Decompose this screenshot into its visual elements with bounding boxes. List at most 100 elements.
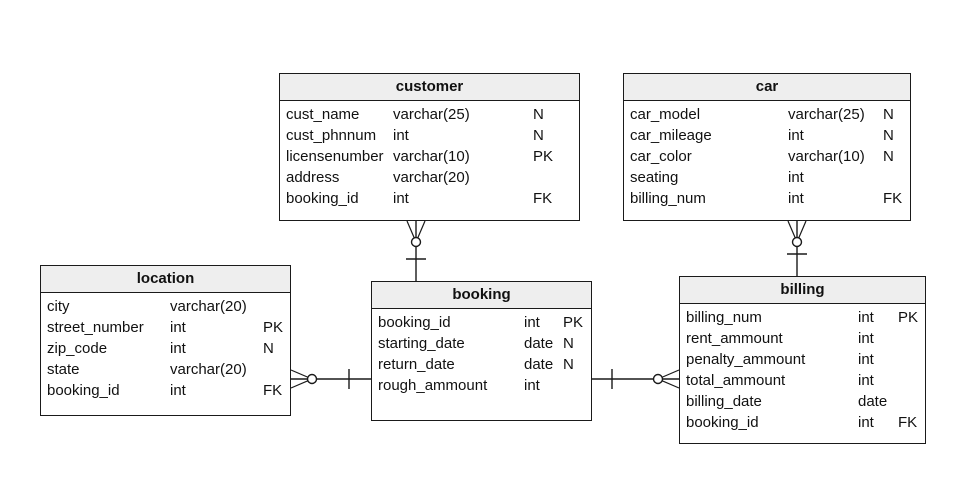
- column-key: PK: [563, 314, 584, 331]
- column-name: cust_name: [286, 106, 360, 123]
- column-type: varchar(25): [393, 106, 470, 123]
- column-type: varchar(10): [788, 148, 865, 165]
- column-name: city: [47, 298, 70, 315]
- column-name: state: [47, 361, 80, 378]
- column-type: int: [858, 372, 874, 389]
- column-row[interactable]: penalty_ammount int: [680, 349, 925, 370]
- column-row[interactable]: booking_id int FK: [41, 380, 290, 401]
- column-name: car_color: [630, 148, 692, 165]
- column-row[interactable]: street_number int PK: [41, 317, 290, 338]
- table-header: car: [624, 74, 910, 101]
- column-name: billing_num: [686, 309, 762, 326]
- column-type: varchar(25): [788, 106, 865, 123]
- column-key: N: [563, 335, 574, 352]
- column-key: FK: [263, 382, 283, 399]
- column-key: N: [883, 127, 894, 144]
- column-type: int: [524, 314, 540, 331]
- column-name: booking_id: [47, 382, 120, 399]
- column-type: date: [858, 393, 888, 410]
- column-name: penalty_ammount: [686, 351, 806, 368]
- column-type: varchar(10): [393, 148, 470, 165]
- zero-marker: [410, 236, 422, 248]
- column-key: PK: [898, 309, 919, 326]
- table-header: location: [41, 266, 290, 293]
- column-type: int: [788, 127, 804, 144]
- table-header: billing: [680, 277, 925, 304]
- column-row[interactable]: booking_id int PK: [372, 312, 591, 333]
- column-type: int: [788, 169, 804, 186]
- column-type: date: [524, 335, 554, 352]
- column-row[interactable]: address varchar(20): [280, 167, 579, 188]
- column-name: booking_id: [378, 314, 451, 331]
- column-row[interactable]: licensenumber varchar(10) PK: [280, 146, 579, 167]
- column-key: N: [263, 340, 274, 357]
- column-type: int: [858, 309, 874, 326]
- column-name: rent_ammount: [686, 330, 783, 347]
- column-name: billing_date: [686, 393, 762, 410]
- column-name: cust_phnnum: [286, 127, 377, 144]
- table-header: customer: [280, 74, 579, 101]
- column-row[interactable]: city varchar(20): [41, 296, 290, 317]
- column-row[interactable]: seating int: [624, 167, 910, 188]
- column-type: int: [393, 127, 409, 144]
- column-key: FK: [883, 190, 903, 207]
- column-name: zip_code: [47, 340, 108, 357]
- column-name: booking_id: [686, 414, 759, 431]
- column-row[interactable]: starting_date date N: [372, 333, 591, 354]
- column-name: billing_num: [630, 190, 706, 207]
- column-name: seating: [630, 169, 679, 186]
- column-row[interactable]: billing_num int PK: [680, 307, 925, 328]
- zero-marker: [791, 236, 803, 248]
- column-type: int: [788, 190, 804, 207]
- column-name: starting_date: [378, 335, 465, 352]
- column-type: int: [170, 382, 186, 399]
- column-name: car_mileage: [630, 127, 712, 144]
- column-row[interactable]: billing_date date: [680, 391, 925, 412]
- column-name: licensenumber: [286, 148, 384, 165]
- column-type: int: [858, 351, 874, 368]
- column-name: street_number: [47, 319, 144, 336]
- column-row[interactable]: zip_code int N: [41, 338, 290, 359]
- column-key: PK: [263, 319, 284, 336]
- column-type: varchar(20): [170, 298, 247, 315]
- column-type: date: [524, 356, 554, 373]
- column-row[interactable]: rough_ammount int: [372, 375, 591, 396]
- column-key: N: [883, 148, 894, 165]
- column-type: int: [524, 377, 540, 394]
- column-type: int: [170, 319, 186, 336]
- column-name: total_ammount: [686, 372, 786, 389]
- column-row[interactable]: car_color varchar(10) N: [624, 146, 910, 167]
- column-row[interactable]: rent_ammount int: [680, 328, 925, 349]
- column-name: rough_ammount: [378, 377, 488, 394]
- column-type: int: [170, 340, 186, 357]
- column-row[interactable]: total_ammount int: [680, 370, 925, 391]
- column-type: varchar(20): [393, 169, 470, 186]
- table-header: booking: [372, 282, 591, 309]
- column-key: N: [883, 106, 894, 123]
- column-name: address: [286, 169, 340, 186]
- zero-marker: [306, 373, 318, 385]
- column-row[interactable]: car_mileage int N: [624, 125, 910, 146]
- column-key: PK: [533, 148, 554, 165]
- column-row[interactable]: billing_num int FK: [624, 188, 910, 209]
- column-type: int: [858, 330, 874, 347]
